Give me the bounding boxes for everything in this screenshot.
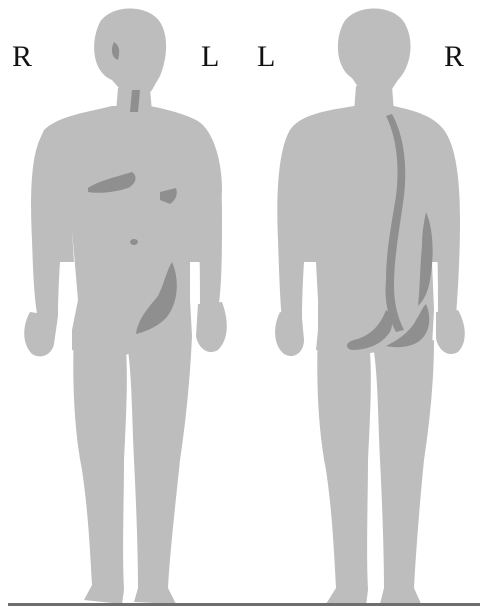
front-right-arm [31,132,63,318]
front-right-hand [24,312,58,356]
front-right-side-label: R [12,42,32,72]
front-view-figure [24,9,227,605]
back-view-figure [275,9,465,607]
back-right-leg [374,340,434,606]
back-left-arm [277,130,307,320]
back-right-side-label: R [444,42,464,72]
front-right-leg [73,330,127,604]
back-right-hand [436,310,465,354]
back-left-hand [275,312,304,356]
back-left-leg [317,330,371,606]
bottom-divider-line [8,603,480,606]
front-navel [130,239,138,245]
front-head [94,9,166,97]
back-left-side-label: L [257,42,275,72]
front-left-hand [196,302,227,352]
front-left-leg [128,336,192,604]
front-left-side-label: L [201,42,219,72]
back-head [338,9,411,95]
